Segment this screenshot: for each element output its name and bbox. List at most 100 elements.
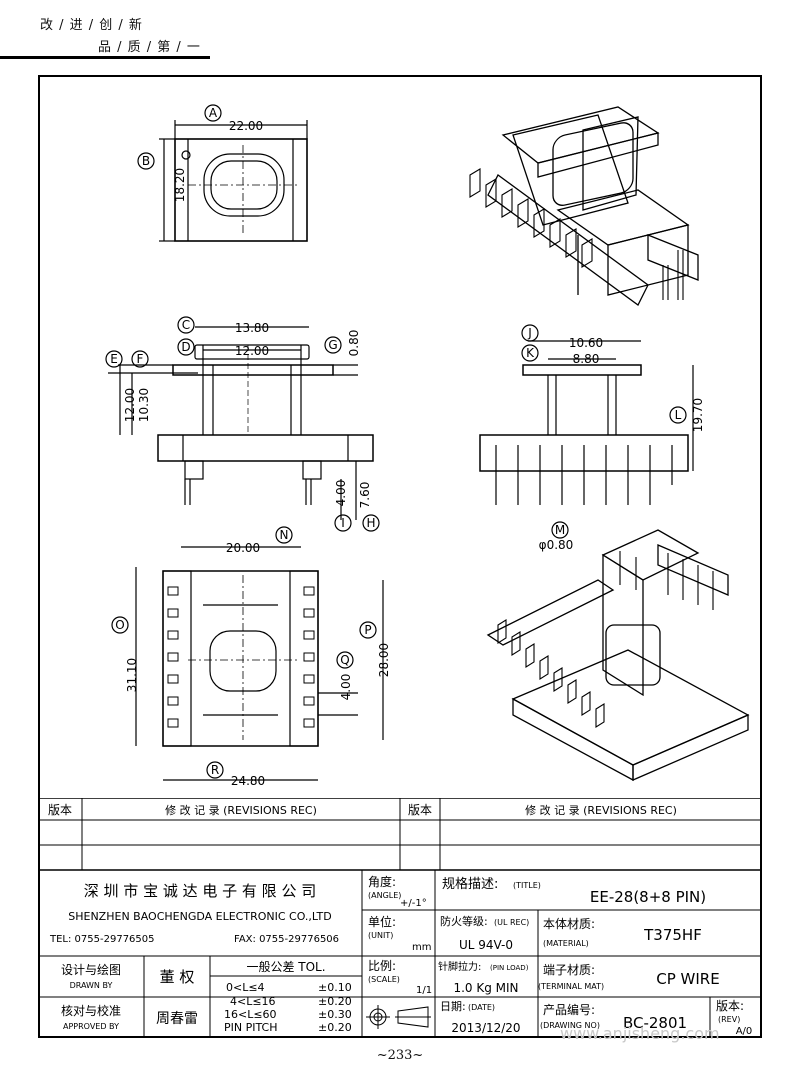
unit-en: (UNIT) (368, 931, 393, 940)
company-name-cn: 深 圳 市 宝 诚 达 电 子 有 限 公 司 (84, 882, 316, 900)
watermark: www.anjisheng.com (560, 1024, 720, 1043)
dim-d: 12.00 (235, 344, 269, 358)
approved-label: 核对与校准 (61, 1003, 121, 1018)
drawn-label: 设计与绘图 (61, 962, 121, 977)
rev-value: A/0 (736, 1026, 753, 1037)
drawn-value: 董 权 (160, 968, 195, 986)
drawn-en: DRAWN BY (70, 981, 113, 990)
label-d: D (181, 340, 190, 354)
label-m: M (555, 523, 565, 537)
label-l: L (675, 408, 682, 422)
iso-pins-upper (469, 168, 684, 300)
label-a: A (209, 106, 218, 120)
label-c: C (182, 318, 190, 332)
dim-b: 18.20 (173, 168, 187, 202)
technical-drawing: A 22.00 B 18.20 (105, 104, 750, 788)
dim-a: 22.00 (229, 119, 263, 133)
pinload-value: 1.0 Kg MIN (453, 981, 518, 995)
tol-value-0: ±0.10 (318, 981, 352, 994)
title-en: (TITLE) (513, 881, 541, 890)
iso-view-lower (486, 529, 750, 782)
dim-r: 24.80 (231, 774, 265, 788)
angle-en: (ANGLE) (368, 891, 401, 900)
scale-label: 比例: (368, 959, 396, 973)
company-fax: FAX: 0755-29776506 (234, 934, 339, 945)
terminal-en: (TERMINAL MAT) (538, 982, 604, 991)
tol-range-0: 0<L≤4 (226, 981, 265, 994)
bottom-view: 20.00 N O 31.10 P 28.00 Q 4.00 R 24.80 (111, 526, 391, 788)
label-g: G (328, 338, 337, 352)
company-name-en: SHENZHEN BAOCHENGDA ELECTRONIC CO.,LTD (68, 910, 331, 923)
pinload-en: (PIN LOAD) (490, 964, 529, 972)
tol-range-2: 16<L≤60 (224, 1008, 277, 1021)
tol-range-3: PIN PITCH (224, 1021, 278, 1034)
unit-label: 单位: (368, 914, 396, 929)
date-en: (DATE) (468, 1003, 495, 1012)
dim-q: 4.00 (339, 674, 353, 701)
ulrec-label: 防火等级: (440, 914, 488, 928)
drawing-no-en: (DRAWING NO) (540, 1021, 600, 1030)
title-label: 规格描述: (442, 876, 498, 892)
label-p: P (364, 623, 371, 637)
dim-h: 7.60 (358, 482, 372, 509)
rev-col-records-1: 修 改 记 录 (REVISIONS REC) (165, 803, 317, 817)
header-rule (0, 56, 210, 59)
drawing-no-value: BC-2801 (623, 1014, 687, 1032)
ulrec-value: UL 94V-0 (459, 938, 513, 952)
rev-en: (REV) (718, 1015, 740, 1024)
drawing-no-label: 产品编号: (543, 1002, 595, 1017)
material-value: T375HF (643, 926, 702, 944)
dim-g: 0.80 (347, 330, 361, 357)
top-view: A 22.00 B 18.20 (137, 104, 308, 242)
terminal-label: 端子材质: (543, 963, 595, 977)
title-block: 版本 修 改 记 录 (REVISIONS REC) 版本 修 改 记 录 (R… (38, 798, 762, 1038)
label-n: N (280, 528, 289, 542)
iso-view-upper (469, 106, 699, 306)
tol-value-3: ±0.20 (318, 1021, 352, 1034)
label-b: B (142, 154, 150, 168)
tol-label: 一般公差 TOL. (246, 959, 325, 974)
ulrec-en: (UL REC) (494, 918, 529, 927)
angle-value: +/-1° (400, 898, 427, 909)
bottom-slots (167, 586, 315, 728)
iso-pins-lower (497, 551, 714, 728)
front-view: J 10.60 K 8.80 L 19.70 M φ0.80 (479, 324, 705, 552)
scale-value: 1/1 (416, 985, 432, 996)
tol-value-1: ±0.20 (318, 995, 352, 1008)
label-r: R (211, 763, 219, 777)
dim-ef-2: 10.30 (137, 388, 151, 422)
tol-range-1: 4<L≤16 (230, 995, 276, 1008)
drawing-frame (38, 75, 762, 1038)
approved-en: APPROVED BY (63, 1022, 119, 1031)
title-value: EE-28(8+8 PIN) (590, 888, 706, 906)
pinload-label: 针脚拉力: (438, 960, 481, 973)
label-o: O (115, 618, 124, 632)
company-tel: TEL: 0755-29776505 (49, 934, 155, 945)
label-h: H (366, 516, 375, 530)
label-i: I (341, 516, 345, 530)
date-label: 日期: (440, 1000, 466, 1013)
page-number: ~233~ (376, 1048, 424, 1063)
rev-label: 版本: (716, 999, 744, 1013)
dim-l: 19.70 (691, 398, 705, 432)
angle-label: 角度: (368, 874, 396, 889)
dim-o: 31.10 (125, 658, 139, 692)
dim-c: 13.80 (235, 321, 269, 335)
dim-k: 8.80 (573, 352, 600, 366)
dim-m: φ0.80 (539, 538, 574, 552)
label-q: Q (340, 653, 349, 667)
dim-ef-1: 12.00 (123, 388, 137, 422)
projection-symbol (366, 1005, 431, 1029)
dim-j: 10.60 (569, 336, 603, 350)
tol-value-2: ±0.30 (318, 1008, 352, 1021)
label-f: F (137, 352, 144, 366)
rev-col-version-1: 版本 (48, 803, 72, 817)
terminal-value: CP WIRE (656, 970, 719, 988)
rev-col-records-2: 修 改 记 录 (REVISIONS REC) (525, 803, 677, 817)
side-view: C 13.80 D 12.00 E F 12.00 10.30 G 0.80 I… (105, 316, 380, 532)
approved-value: 周春雷 (156, 1011, 198, 1027)
dim-n: 20.00 (226, 541, 260, 555)
label-e: E (110, 352, 118, 366)
front-pins (495, 445, 673, 505)
header-slogan-2: 品 / 质 / 第 / 一 (98, 40, 201, 55)
